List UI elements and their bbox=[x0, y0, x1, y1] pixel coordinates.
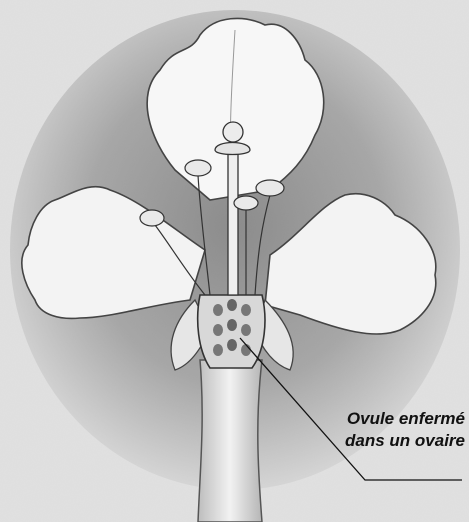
ovary bbox=[198, 295, 265, 368]
annotation-label: Ovule enfermé dans un ovaire bbox=[345, 408, 465, 452]
annotation-line-1: Ovule enfermé bbox=[345, 408, 465, 430]
annotation-line-2: dans un ovaire bbox=[345, 430, 465, 452]
stem bbox=[198, 360, 262, 522]
